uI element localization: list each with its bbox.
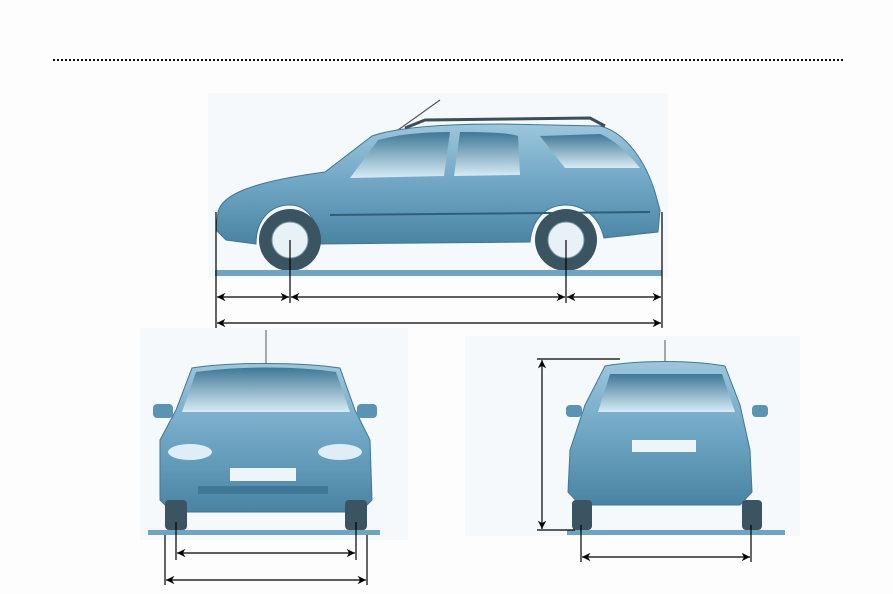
front-right-tyre	[345, 500, 367, 530]
front-plate	[230, 468, 296, 481]
side-dimension-lines	[215, 212, 663, 328]
ground-line	[215, 270, 662, 276]
front-left-tyre	[165, 500, 187, 530]
rear-window	[598, 374, 735, 412]
roof-rails	[404, 116, 606, 130]
right-mirror	[357, 404, 377, 418]
windscreen	[182, 367, 350, 412]
left-headlamp	[168, 444, 212, 460]
side-view-figure	[208, 93, 668, 328]
side-window-rear	[454, 132, 520, 176]
header-dotted-rule	[53, 59, 843, 61]
side-window-front	[350, 132, 450, 178]
front-dimension-lines	[164, 522, 368, 585]
side-window-cargo	[540, 134, 640, 168]
rear-dimension-lines	[537, 358, 752, 562]
car-body-side	[215, 123, 661, 245]
rear-view-figure	[465, 336, 800, 562]
left-mirror	[153, 404, 173, 418]
right-headlamp	[318, 444, 362, 460]
antenna	[397, 99, 441, 131]
front-view-figure	[140, 328, 408, 585]
rear-plate	[632, 440, 696, 452]
